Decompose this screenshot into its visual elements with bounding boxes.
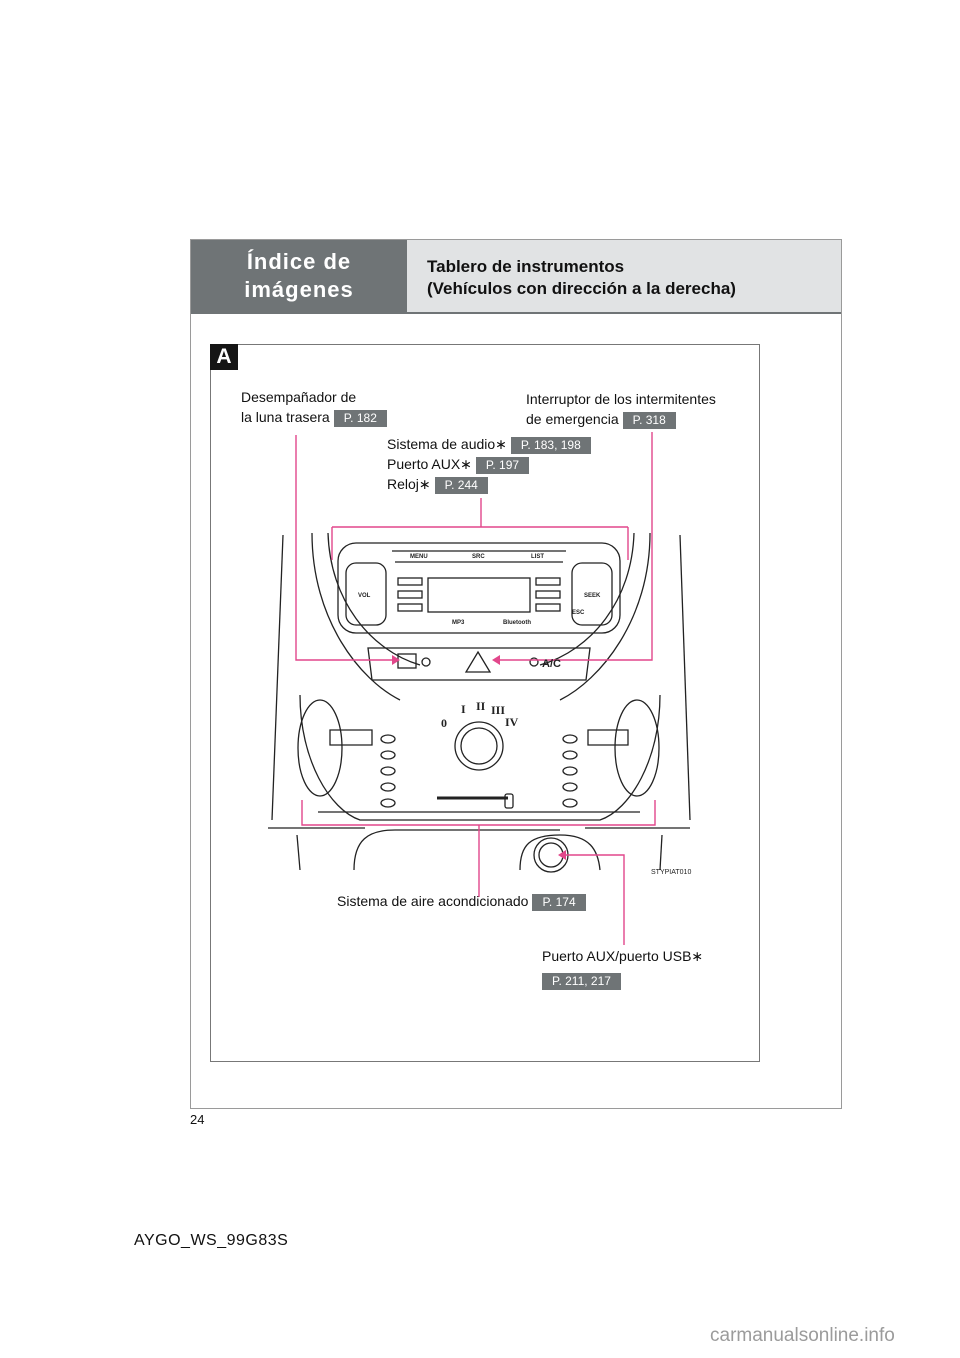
hazard-switch-label: Interruptor de los intermitentes de emer… — [526, 391, 716, 429]
page-title: Tablero de instrumentos (Vehículos con d… — [427, 257, 736, 298]
hazard-callout — [500, 432, 653, 661]
bluetooth-label: Bluetooth — [503, 620, 531, 626]
page-number: 24 — [190, 1112, 205, 1127]
image-code: STYPIAT010 — [651, 869, 691, 876]
fan-speed-3: III — [491, 703, 505, 717]
seek-panel — [571, 562, 613, 626]
aux-port-ref: P. 197 — [475, 456, 530, 474]
right-air-vent — [614, 699, 660, 797]
page-frame — [190, 239, 842, 1109]
climate-callout — [301, 800, 656, 897]
esc-button: ESC — [572, 610, 585, 616]
menu-button: MENU — [410, 554, 428, 560]
audio-callout — [331, 498, 629, 560]
defogger-callout — [295, 435, 392, 661]
section-title: Índice de imágenes — [244, 249, 354, 302]
dash-left-edge — [271, 534, 284, 821]
rear-defogger-ref: P. 182 — [333, 409, 387, 427]
dash-right-edge — [679, 534, 691, 821]
section-tab: Índice de imágenes — [191, 240, 407, 312]
fan-speed-4: IV — [505, 715, 519, 729]
figure-badge: A — [210, 344, 238, 370]
figure-frame — [210, 344, 760, 1062]
console-left-curve — [311, 532, 401, 701]
switch-strip — [367, 647, 591, 681]
audio-display — [427, 577, 531, 613]
audio-system-label: Sistema de audio∗P. 183, 198 Puerto AUX∗… — [387, 434, 591, 494]
port-callout — [566, 854, 625, 945]
document-code: AYGO_WS_99G83S — [134, 1232, 289, 1249]
console-right-curve — [559, 532, 651, 701]
mp3-label: MP3 — [452, 620, 465, 626]
rear-defog-button — [397, 653, 417, 669]
audio-system-ref: P. 183, 198 — [510, 436, 591, 454]
src-button: SRC — [472, 554, 485, 560]
vol-label: VOL — [358, 593, 371, 599]
fan-speed-0: 0 — [441, 716, 447, 730]
seek-label: SEEK — [584, 593, 601, 599]
hazard-button — [464, 650, 492, 673]
ac-label: A/C — [542, 658, 561, 670]
air-conditioning-ref: P. 174 — [532, 893, 586, 911]
audio-unit — [337, 542, 621, 634]
watermark: carmanualsonline.info — [710, 1325, 895, 1346]
list-button: LIST — [531, 554, 544, 560]
page-header: Tablero de instrumentos (Vehículos con d… — [407, 240, 841, 312]
left-air-vent — [297, 699, 343, 797]
aux-usb-label: Puerto AUX/puerto USB∗ P. 211, 217 — [542, 948, 704, 990]
fan-speed-2: II — [476, 699, 486, 713]
vol-knob-panel — [345, 562, 387, 626]
fan-speed-1: I — [461, 702, 466, 716]
aux-usb-ref: P. 211, 217 — [542, 972, 621, 990]
hazard-switch-ref: P. 318 — [622, 411, 676, 429]
clock-ref: P. 244 — [434, 476, 488, 494]
fan-speed-dial — [454, 721, 504, 771]
header-divider — [191, 312, 841, 314]
